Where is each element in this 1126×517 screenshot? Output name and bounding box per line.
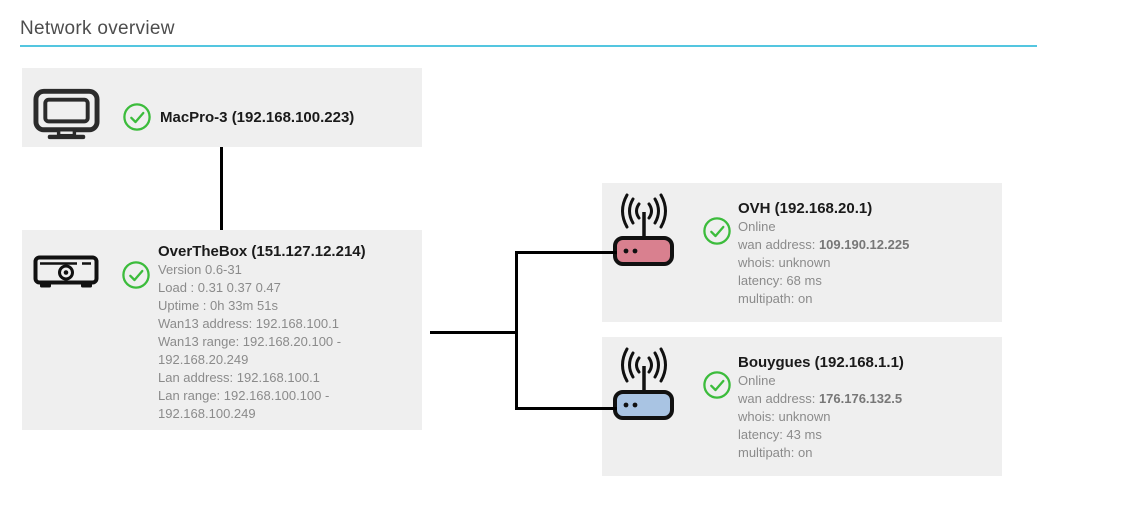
check-circle-icon <box>123 103 151 131</box>
node-detail: whois: unknown <box>738 409 831 424</box>
check-circle-icon <box>703 217 731 245</box>
node-wan-address: wan address: 176.176.132.5 <box>738 390 990 408</box>
wan-address-value: 176.176.132.5 <box>818 391 903 406</box>
wifi-router-icon <box>613 346 675 420</box>
node-title-bouygues: Bouygues (192.168.1.1) <box>738 354 904 371</box>
wan-address-label: wan address: <box>738 237 819 252</box>
wan-address-label: wan address: <box>738 391 819 406</box>
title-underline <box>20 45 1037 47</box>
connector-macpro-overthebox <box>220 147 223 230</box>
node-detail: Lan range: 192.168.100.100 - 192.168.100… <box>158 388 330 421</box>
wifi-router-icon <box>613 192 675 266</box>
node-detail: latency: 68 ms <box>738 273 822 288</box>
node-card-ovh[interactable]: OVH (192.168.20.1) Online wan address: 1… <box>602 183 1002 322</box>
node-detail: latency: 43 ms <box>738 427 822 442</box>
node-title-ovh: OVH (192.168.20.1) <box>738 200 873 217</box>
set-top-box-icon <box>33 255 99 289</box>
node-status: Online <box>738 373 776 388</box>
check-circle-icon <box>122 261 150 289</box>
node-card-overthebox[interactable]: OverTheBox (151.127.12.214) Version 0.6-… <box>22 230 422 430</box>
node-card-macpro[interactable]: MacPro-3 (192.168.100.223) <box>22 68 422 147</box>
node-detail: multipath: on <box>738 291 813 306</box>
node-detail: Load : 0.31 0.37 0.47 <box>158 280 281 295</box>
page-title: Network overview <box>20 18 175 39</box>
wan-address-value: 109.190.12.225 <box>818 237 910 252</box>
desktop-computer-icon <box>33 88 100 140</box>
node-title-overthebox: OverTheBox (151.127.12.214) <box>158 243 366 260</box>
node-detail: Lan address: 192.168.100.1 <box>158 370 320 385</box>
connector-overthebox-trunk <box>430 331 516 334</box>
check-circle-icon <box>703 371 731 399</box>
node-wan-address: wan address: 109.190.12.225 <box>738 236 990 254</box>
node-detail: multipath: on <box>738 445 813 460</box>
node-card-bouygues[interactable]: Bouygues (192.168.1.1) Online wan addres… <box>602 337 1002 476</box>
node-detail: Wan13 range: 192.168.20.100 - 192.168.20… <box>158 334 342 367</box>
connector-branch-vertical <box>515 251 518 410</box>
node-title-macpro: MacPro-3 (192.168.100.223) <box>160 109 355 126</box>
node-detail: Uptime : 0h 33m 51s <box>158 298 278 313</box>
node-detail: whois: unknown <box>738 255 831 270</box>
connector-branch-ovh <box>515 251 617 254</box>
node-status: Online <box>738 219 776 234</box>
node-detail: Wan13 address: 192.168.100.1 <box>158 316 339 331</box>
node-detail: Version 0.6-31 <box>158 262 242 277</box>
connector-branch-bouygues <box>515 407 617 410</box>
